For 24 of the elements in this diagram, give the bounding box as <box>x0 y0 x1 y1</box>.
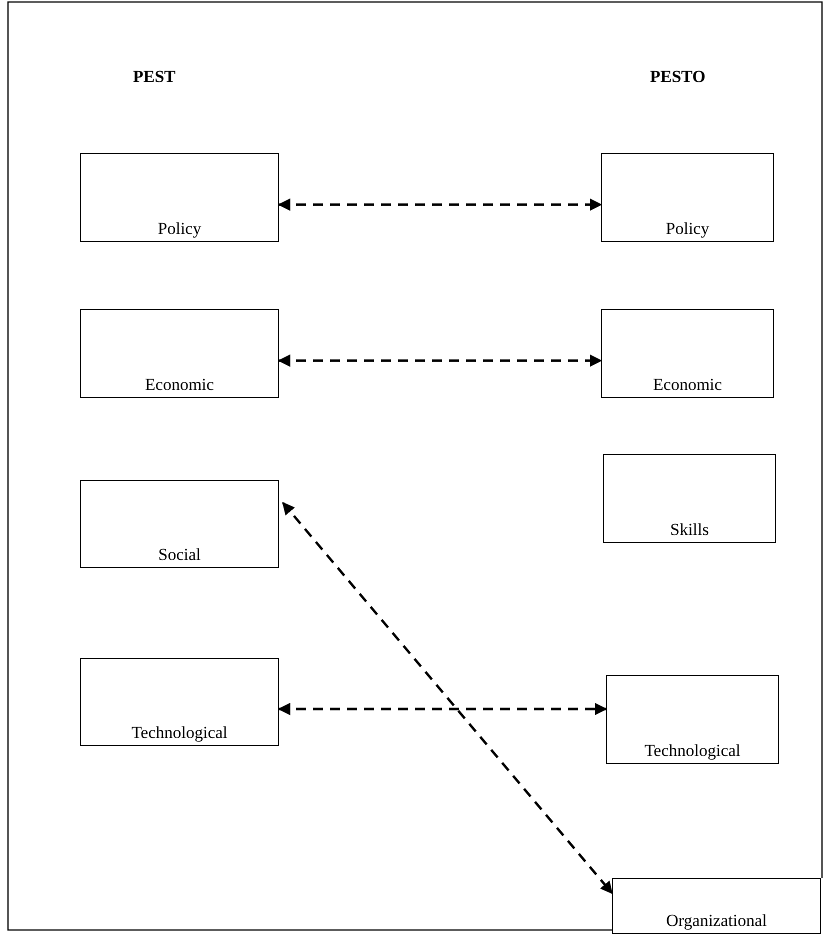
column-heading: PESTO <box>650 67 706 87</box>
column-heading: PEST <box>133 67 176 87</box>
factor-box <box>80 153 279 242</box>
factor-label: Economic <box>653 375 722 395</box>
factor-box <box>80 309 279 398</box>
factor-label: Technological <box>644 741 741 761</box>
double-arrow <box>278 702 608 716</box>
factor-box <box>80 658 279 746</box>
factor-label: Policy <box>158 219 202 239</box>
factor-label: Technological <box>131 723 228 743</box>
double-arrow <box>278 198 602 211</box>
factor-box <box>603 454 776 543</box>
factor-label: Social <box>158 545 201 565</box>
double-arrow <box>282 502 613 894</box>
factor-box <box>612 878 821 934</box>
double-arrow <box>278 354 602 367</box>
factor-box <box>80 480 279 568</box>
factor-box <box>601 153 774 242</box>
factor-label: Organizational <box>666 911 767 931</box>
factor-box <box>601 309 774 398</box>
factor-label: Economic <box>145 375 214 395</box>
factor-box <box>606 675 779 764</box>
factor-label: Skills <box>670 520 709 540</box>
factor-label: Policy <box>666 219 710 239</box>
